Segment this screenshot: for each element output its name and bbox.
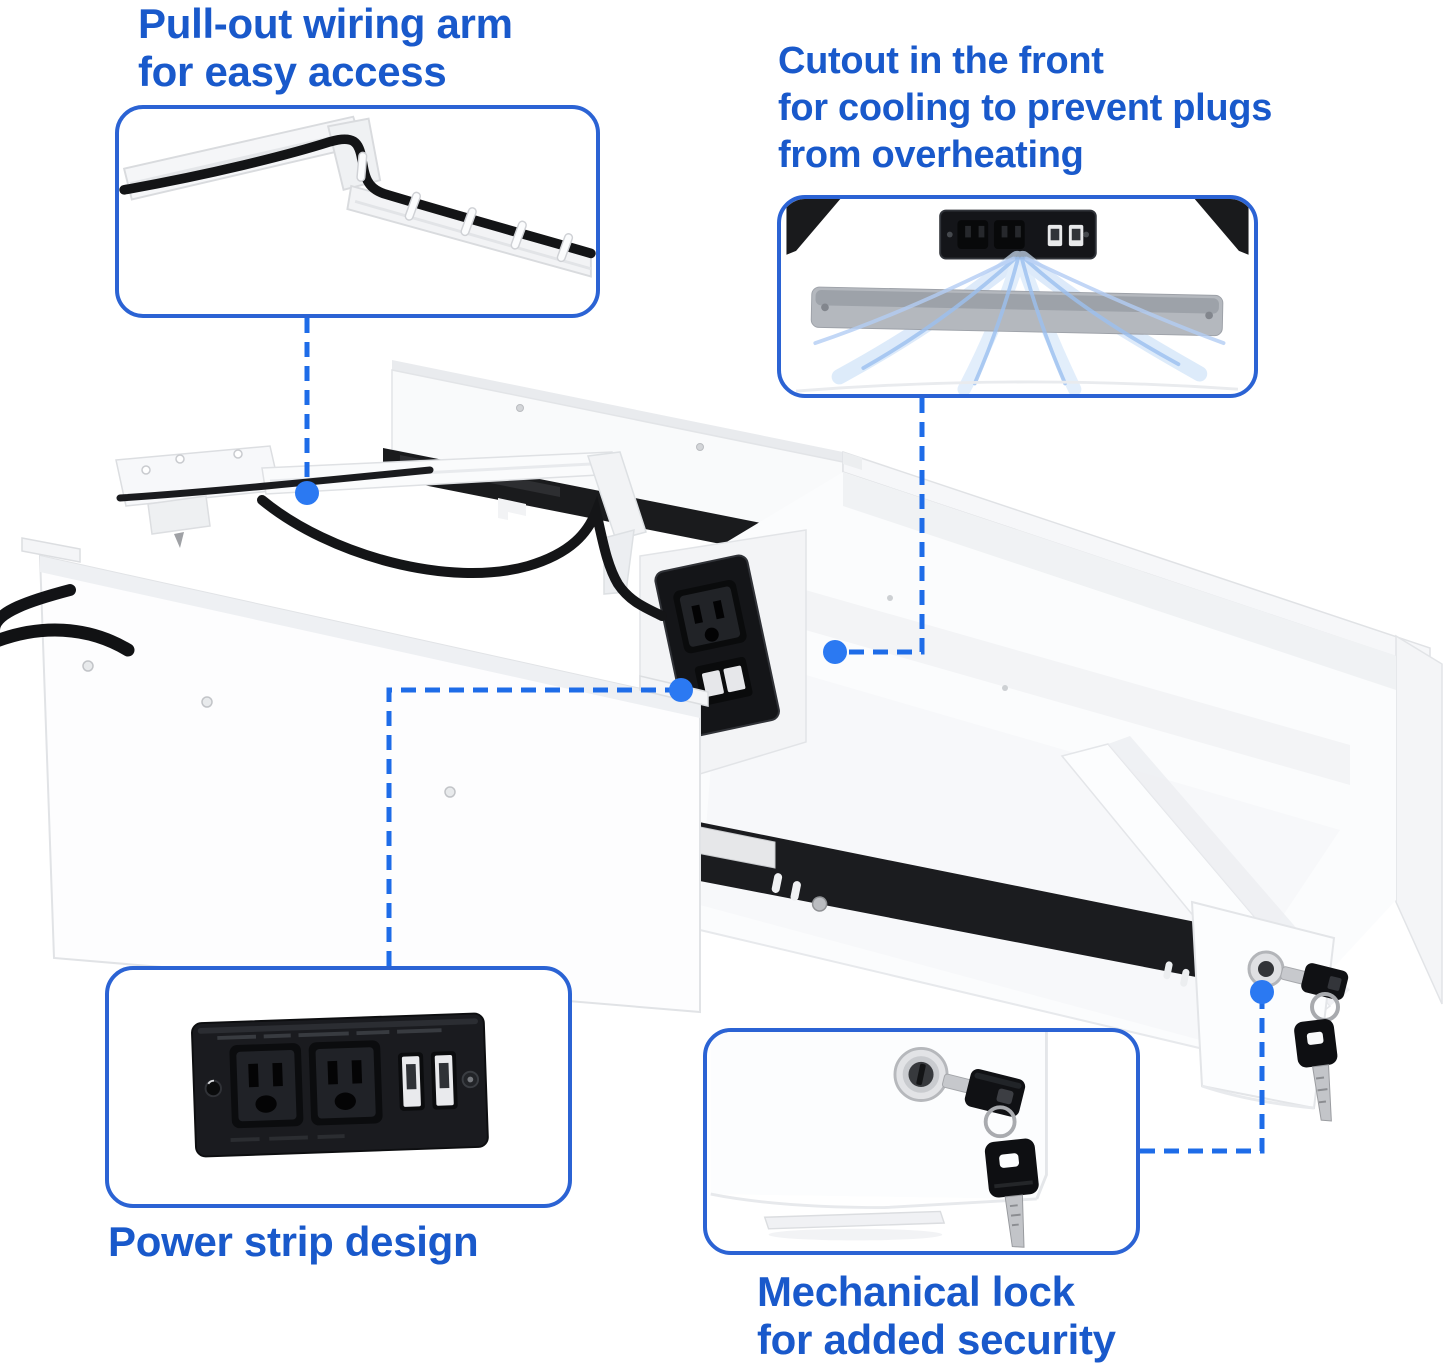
caption-mechanical-lock: Mechanical lock for added security [757,1268,1116,1363]
connector-line-lock [1140,992,1265,1154]
callout-cooling-cutout [777,195,1258,398]
drawer-front-panel [21,537,709,1014]
power-strip-photo [191,1012,489,1158]
connector-dot-cooling [823,640,847,664]
caption-cooling-cutout: Cutout in the front for cooling to preve… [778,40,1273,176]
caption-wiring-arm: Pull-out wiring arm for easy access [138,0,513,95]
zip-ties [356,151,574,263]
inserted-key [941,1069,1026,1117]
wiring-arm-photo [119,115,596,278]
outlet-1 [229,1043,304,1129]
connector-dot-lock [1250,980,1274,1004]
cooling-slot [810,286,1224,337]
hanging-key [1294,1019,1338,1122]
outlet-2 [308,1040,383,1126]
key-ring [983,1105,1017,1139]
connector-line-cooling [835,398,925,655]
airflow-streaks [813,256,1226,386]
recessed-power-strip [939,209,1097,260]
lock-keys-photo [710,1032,1048,1248]
callout-wiring-arm [115,105,600,318]
connector-dot-power-strip [669,678,693,702]
hanging-key [984,1138,1039,1248]
callout-mechanical-lock [703,1028,1140,1255]
lock-and-keys [1190,900,1349,1122]
power-cord [0,466,667,657]
cooling-airflow-photo [786,199,1249,394]
wiring-arm [115,445,647,595]
connector-line-power-strip [386,687,681,966]
caption-power-strip: Power strip design [108,1218,479,1265]
callout-power-strip [105,966,572,1208]
usb-ports [397,1051,458,1111]
connector-dot-wiring-arm [295,481,319,505]
molded-text [217,1028,442,1143]
connector-lines [304,318,1265,1154]
connector-dots [295,481,1274,1004]
